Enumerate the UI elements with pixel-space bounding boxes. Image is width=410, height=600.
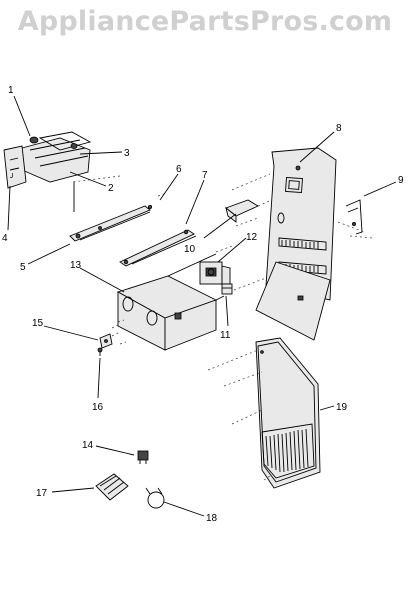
callout-7: 7 [202, 170, 208, 181]
lens-part-17 [95, 473, 129, 501]
callout-13: 13 [70, 260, 82, 271]
callout-6: 6 [176, 164, 182, 175]
leader-lines [7, 95, 397, 517]
callout-18: 18 [206, 513, 218, 524]
callout-11: 11 [220, 330, 231, 341]
assembly-guide-lines [71, 173, 373, 481]
watermark-logo: AppliancePartsPros.com [17, 6, 393, 37]
callout-10: 10 [184, 244, 196, 255]
bracket-part-10 [225, 199, 273, 223]
callout-5: 5 [20, 262, 26, 273]
bracket-part-9 [345, 199, 363, 235]
auger-motor-part-12 [199, 261, 231, 285]
light-socket-part-14 [137, 450, 149, 464]
callout-17: 17 [36, 488, 48, 499]
coupler-part-11 [221, 283, 233, 295]
callout-4: 4 [2, 233, 8, 244]
callout-8: 8 [336, 123, 342, 134]
screw-part-6 [147, 204, 153, 209]
cover-panel-part-19 [255, 337, 321, 489]
light-bulb-part-18 [145, 487, 165, 509]
svg-text:ᴊ: ᴊ [10, 171, 14, 181]
back-panel-part-8 [255, 147, 337, 341]
rail-part-7 [119, 229, 197, 267]
callout-12: 12 [246, 232, 258, 243]
callout-15: 15 [32, 318, 44, 329]
callout-19: 19 [336, 402, 348, 413]
callout-9: 9 [398, 175, 404, 186]
ice-maker-assembly: ᴊ [3, 131, 92, 212]
rail-part-5 [69, 205, 151, 242]
callout-3: 3 [124, 148, 130, 159]
callout-1: 1 [8, 85, 14, 96]
callout-14: 14 [82, 440, 94, 451]
callout-2: 2 [108, 183, 114, 194]
callout-16: 16 [92, 402, 104, 413]
callout-labels: 1 2 3 4 5 6 7 8 9 10 11 12 13 14 15 16 1… [2, 85, 404, 524]
clip-part-15 [99, 333, 113, 349]
auger-housing-part-13 [116, 253, 225, 351]
screw-part-16 [97, 347, 103, 356]
